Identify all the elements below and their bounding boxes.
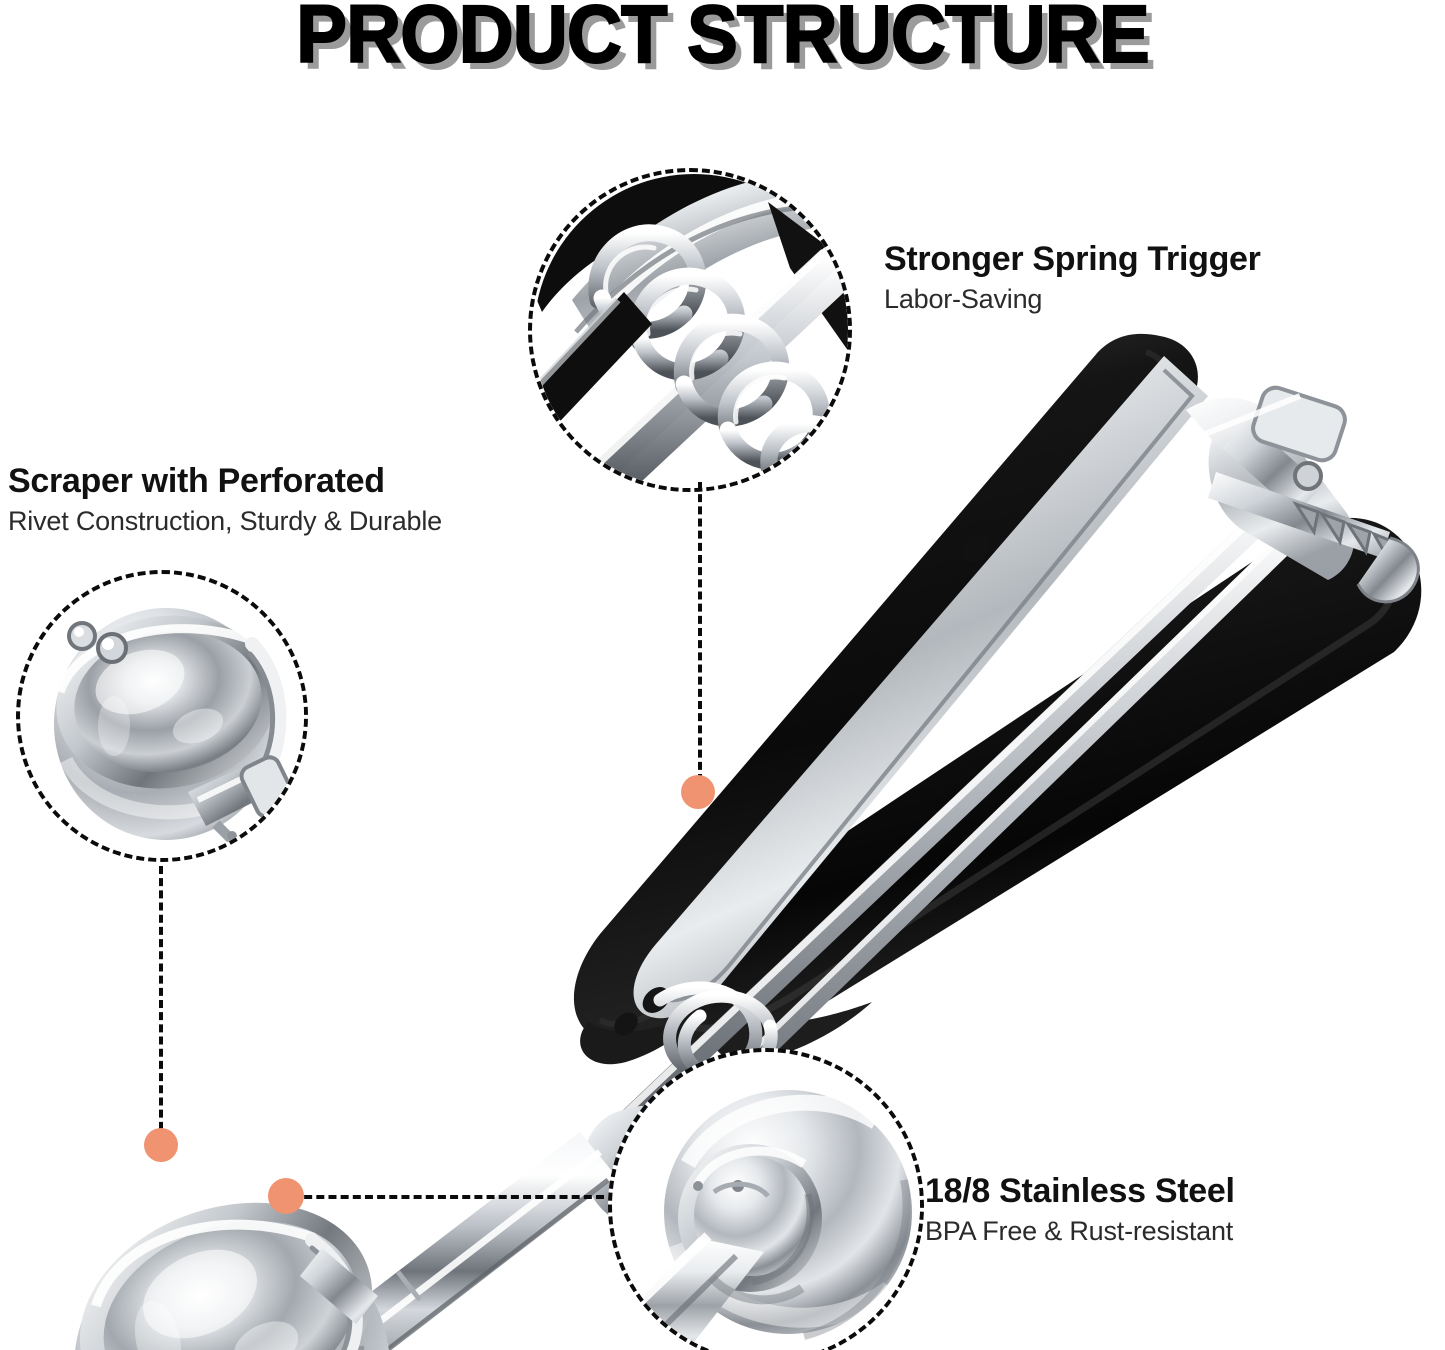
callout-heading-spring: Stronger Spring Trigger (884, 240, 1261, 278)
callout-subtext-spring: Labor-Saving (884, 284, 1043, 315)
shaft (324, 1132, 616, 1350)
ratchet-lock (1186, 385, 1420, 604)
callout-text-steel: 18/8 Stainless Steel BPA Free & Rust-res… (925, 1172, 1235, 1249)
callout-bubble-spring (528, 168, 852, 492)
leader-line-scraper (159, 866, 163, 1142)
leader-line-steel (292, 1195, 604, 1199)
callout-bubble-scraper (16, 570, 308, 862)
callout-heading-steel: 18/8 Stainless Steel (925, 1172, 1235, 1210)
hotspot-dot-scraper (144, 1128, 178, 1162)
callout-bubble-steel (608, 1048, 924, 1350)
scoop-bowl-interior-detail-photo (22, 576, 304, 858)
callout-subtext-scraper: Rivet Construction, Sturdy & Durable (8, 506, 442, 537)
leader-line-spring (698, 482, 702, 782)
scoop-bowl-underside-detail-photo (614, 1054, 920, 1350)
callout-text-scraper: Scraper with Perforated Rivet Constructi… (8, 462, 442, 539)
perforated-rivet (67, 621, 128, 664)
callout-subtext-steel: BPA Free & Rust-resistant (925, 1216, 1234, 1247)
callout-text-spring: Stronger Spring Trigger Labor-Saving (884, 240, 1261, 317)
hotspot-dot-steel (268, 1178, 304, 1214)
page-title: PRODUCT STRUCTURE (295, 0, 1150, 80)
scoop-bowl (75, 1202, 389, 1350)
hotspot-dot-spring (681, 775, 715, 809)
callout-heading-scraper: Scraper with Perforated (8, 462, 385, 500)
scraper-lever (188, 755, 297, 858)
spring-coil-detail-photo (534, 174, 848, 488)
